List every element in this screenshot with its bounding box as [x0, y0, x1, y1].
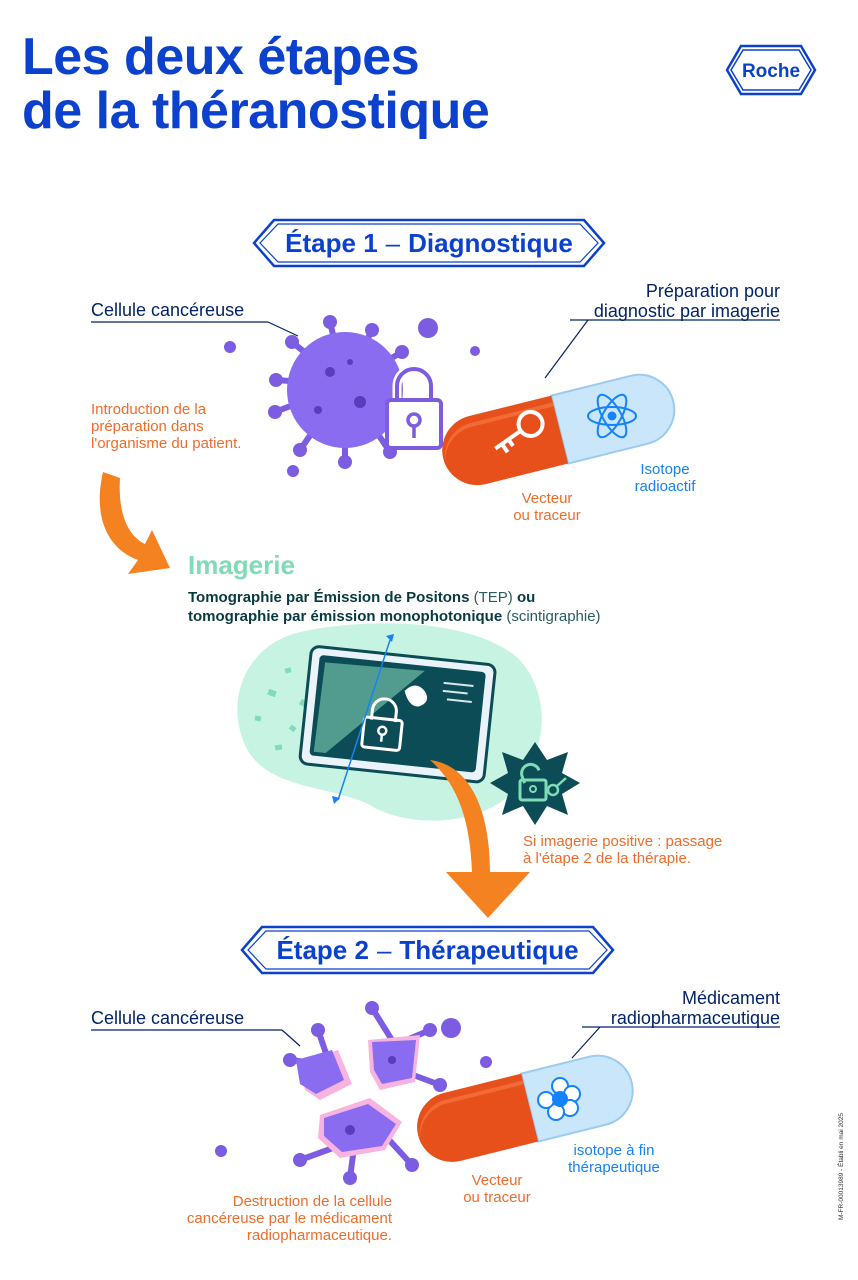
scanner-screen-icon [298, 645, 497, 784]
destroyed-cancer-cell-icon [283, 1001, 447, 1185]
padlock-icon [385, 364, 443, 450]
roche-logo-hexagon: Roche [725, 44, 817, 96]
stage2-banner: Étape 2 – Thérapeutique [240, 925, 615, 975]
stage1-intro-line-2: préparation dans [91, 418, 204, 435]
stage2-destruction-line-3: radiopharmaceutique. [246, 1227, 392, 1244]
roche-logo-text: Roche [742, 61, 800, 82]
key-icon [494, 409, 545, 454]
stage2-cell-leader [281, 1029, 301, 1047]
imaging-positive-line-2: à l'étape 2 de la thérapie. [523, 850, 691, 867]
imaging-line-1: Tomographie par Émission de Positons (TE… [188, 588, 658, 607]
stage1-isotope-line-2: radioactif [634, 478, 696, 495]
stage1-cell-label: Cellule cancéreuse [91, 300, 245, 320]
stage2-vector-line-1: Vecteur [471, 1172, 523, 1189]
imaging-line-1-end: ou [512, 589, 536, 606]
stage1-intro-text: Introduction de la préparation dans l'or… [91, 401, 291, 452]
title-line-2: de la théranostique [22, 82, 490, 140]
roche-logo: Roche [725, 44, 817, 96]
particle-dot [470, 346, 480, 356]
stage2-vector-label: Vecteur ou traceur [446, 1172, 548, 1206]
legal-footnote-text: M-FR-00013989 - Établi en mai 2025 [838, 1113, 845, 1220]
arrow-to-stage2 [430, 760, 530, 918]
imaging-line-2: tomographie par émission monophotonique … [188, 607, 658, 626]
imaging-description: Tomographie par Émission de Positons (TE… [188, 588, 658, 626]
stage1-isotope-line-1: Isotope [640, 461, 690, 478]
imaging-line-1-main: Tomographie par Émission de Positons [188, 589, 474, 606]
imaging-positive-line-1: Si imagerie positive : passage [523, 833, 723, 850]
stage2-title: Étape 2 – Thérapeutique [240, 925, 615, 975]
particle-dot [418, 318, 438, 338]
stage2-cell-label: Cellule cancéreuse [91, 1008, 245, 1028]
stage2-destruction-text: Destruction de la cellule cancéreuse par… [140, 1193, 392, 1244]
stage2-capsule-icon [417, 1054, 634, 1162]
stage1-isotope-label: Isotope radioactif [612, 461, 718, 495]
particle-dot [287, 465, 299, 477]
stage1-number: Étape 1 [285, 227, 378, 258]
legal-footnote: M-FR-00013989 - Établi en mai 2025 [838, 1110, 848, 1220]
stage1-name: Diagnostique [408, 227, 573, 258]
stage1-intro-line-1: Introduction de la [91, 401, 207, 418]
stage2-name: Thérapeutique [399, 934, 579, 965]
stage1-illustration [91, 315, 780, 574]
stage1-prep-line-1: Préparation pour [645, 281, 780, 301]
stage2-number: Étape 2 [276, 934, 369, 965]
stage1-intro-line-3: l'organisme du patient. [91, 435, 242, 452]
stage2-destruction-line-2: cancéreuse par le médicament [186, 1210, 392, 1227]
particle-dot [441, 1018, 461, 1038]
imaging-line-1-abbr: (TEP) [473, 589, 513, 606]
arrow-to-imaging [99, 472, 170, 574]
title-line-1: Les deux étapes [22, 28, 420, 86]
stage1-dash: – [385, 227, 401, 258]
stage2-drug-leader [571, 1026, 601, 1059]
stage1-vector-line-2: ou traceur [513, 507, 581, 524]
therapeutic-isotope-icon [537, 1077, 581, 1121]
stage1-banner: Étape 1 – Diagnostique [252, 218, 606, 268]
particle-dot [215, 1145, 227, 1157]
unlocked-lock-burst-icon [490, 742, 580, 825]
stage2-dash: – [376, 934, 392, 965]
imaging-line-2-abbr: (scintigraphie) [506, 608, 601, 625]
stage1-prep-line-2: diagnostic par imagerie [593, 301, 780, 321]
stage1-vector-line-1: Vecteur [521, 490, 573, 507]
stage1-prep-leader [544, 319, 589, 379]
stage2-isotope-label: isotope à fin thérapeutique [552, 1142, 676, 1176]
imaging-positive-text: Si imagerie positive : passage à l'étape… [523, 833, 763, 867]
stage2-destruction-line-1: Destruction de la cellule [232, 1193, 392, 1210]
stage2-isotope-line-2: thérapeutique [568, 1159, 660, 1176]
stage1-title: Étape 1 – Diagnostique [252, 218, 606, 268]
atom-icon [587, 393, 637, 439]
stage1-vector-label: Vecteur ou traceur [496, 490, 598, 524]
stage1-prep-label: Préparation pour diagnostic par imagerie [520, 281, 780, 321]
page-title: Les deux étapes de la théranostique [22, 30, 582, 138]
stage2-drug-label: Médicament radiopharmaceutique [540, 988, 780, 1028]
scan-line [337, 639, 391, 801]
stage2-drug-line-1: Médicament [681, 988, 780, 1008]
imaging-line-2-main: tomographie par émission monophotonique [188, 608, 507, 625]
particle-dot [224, 341, 236, 353]
stage2-drug-line-2: radiopharmaceutique [610, 1008, 780, 1028]
stage2-vector-line-2: ou traceur [463, 1189, 531, 1206]
imaging-heading: Imagerie [188, 550, 295, 580]
stage1-cell-leader [267, 321, 299, 337]
stage2-isotope-line-1: isotope à fin [573, 1142, 655, 1159]
particle-dot [480, 1056, 492, 1068]
cancer-cell-icon [268, 315, 417, 469]
